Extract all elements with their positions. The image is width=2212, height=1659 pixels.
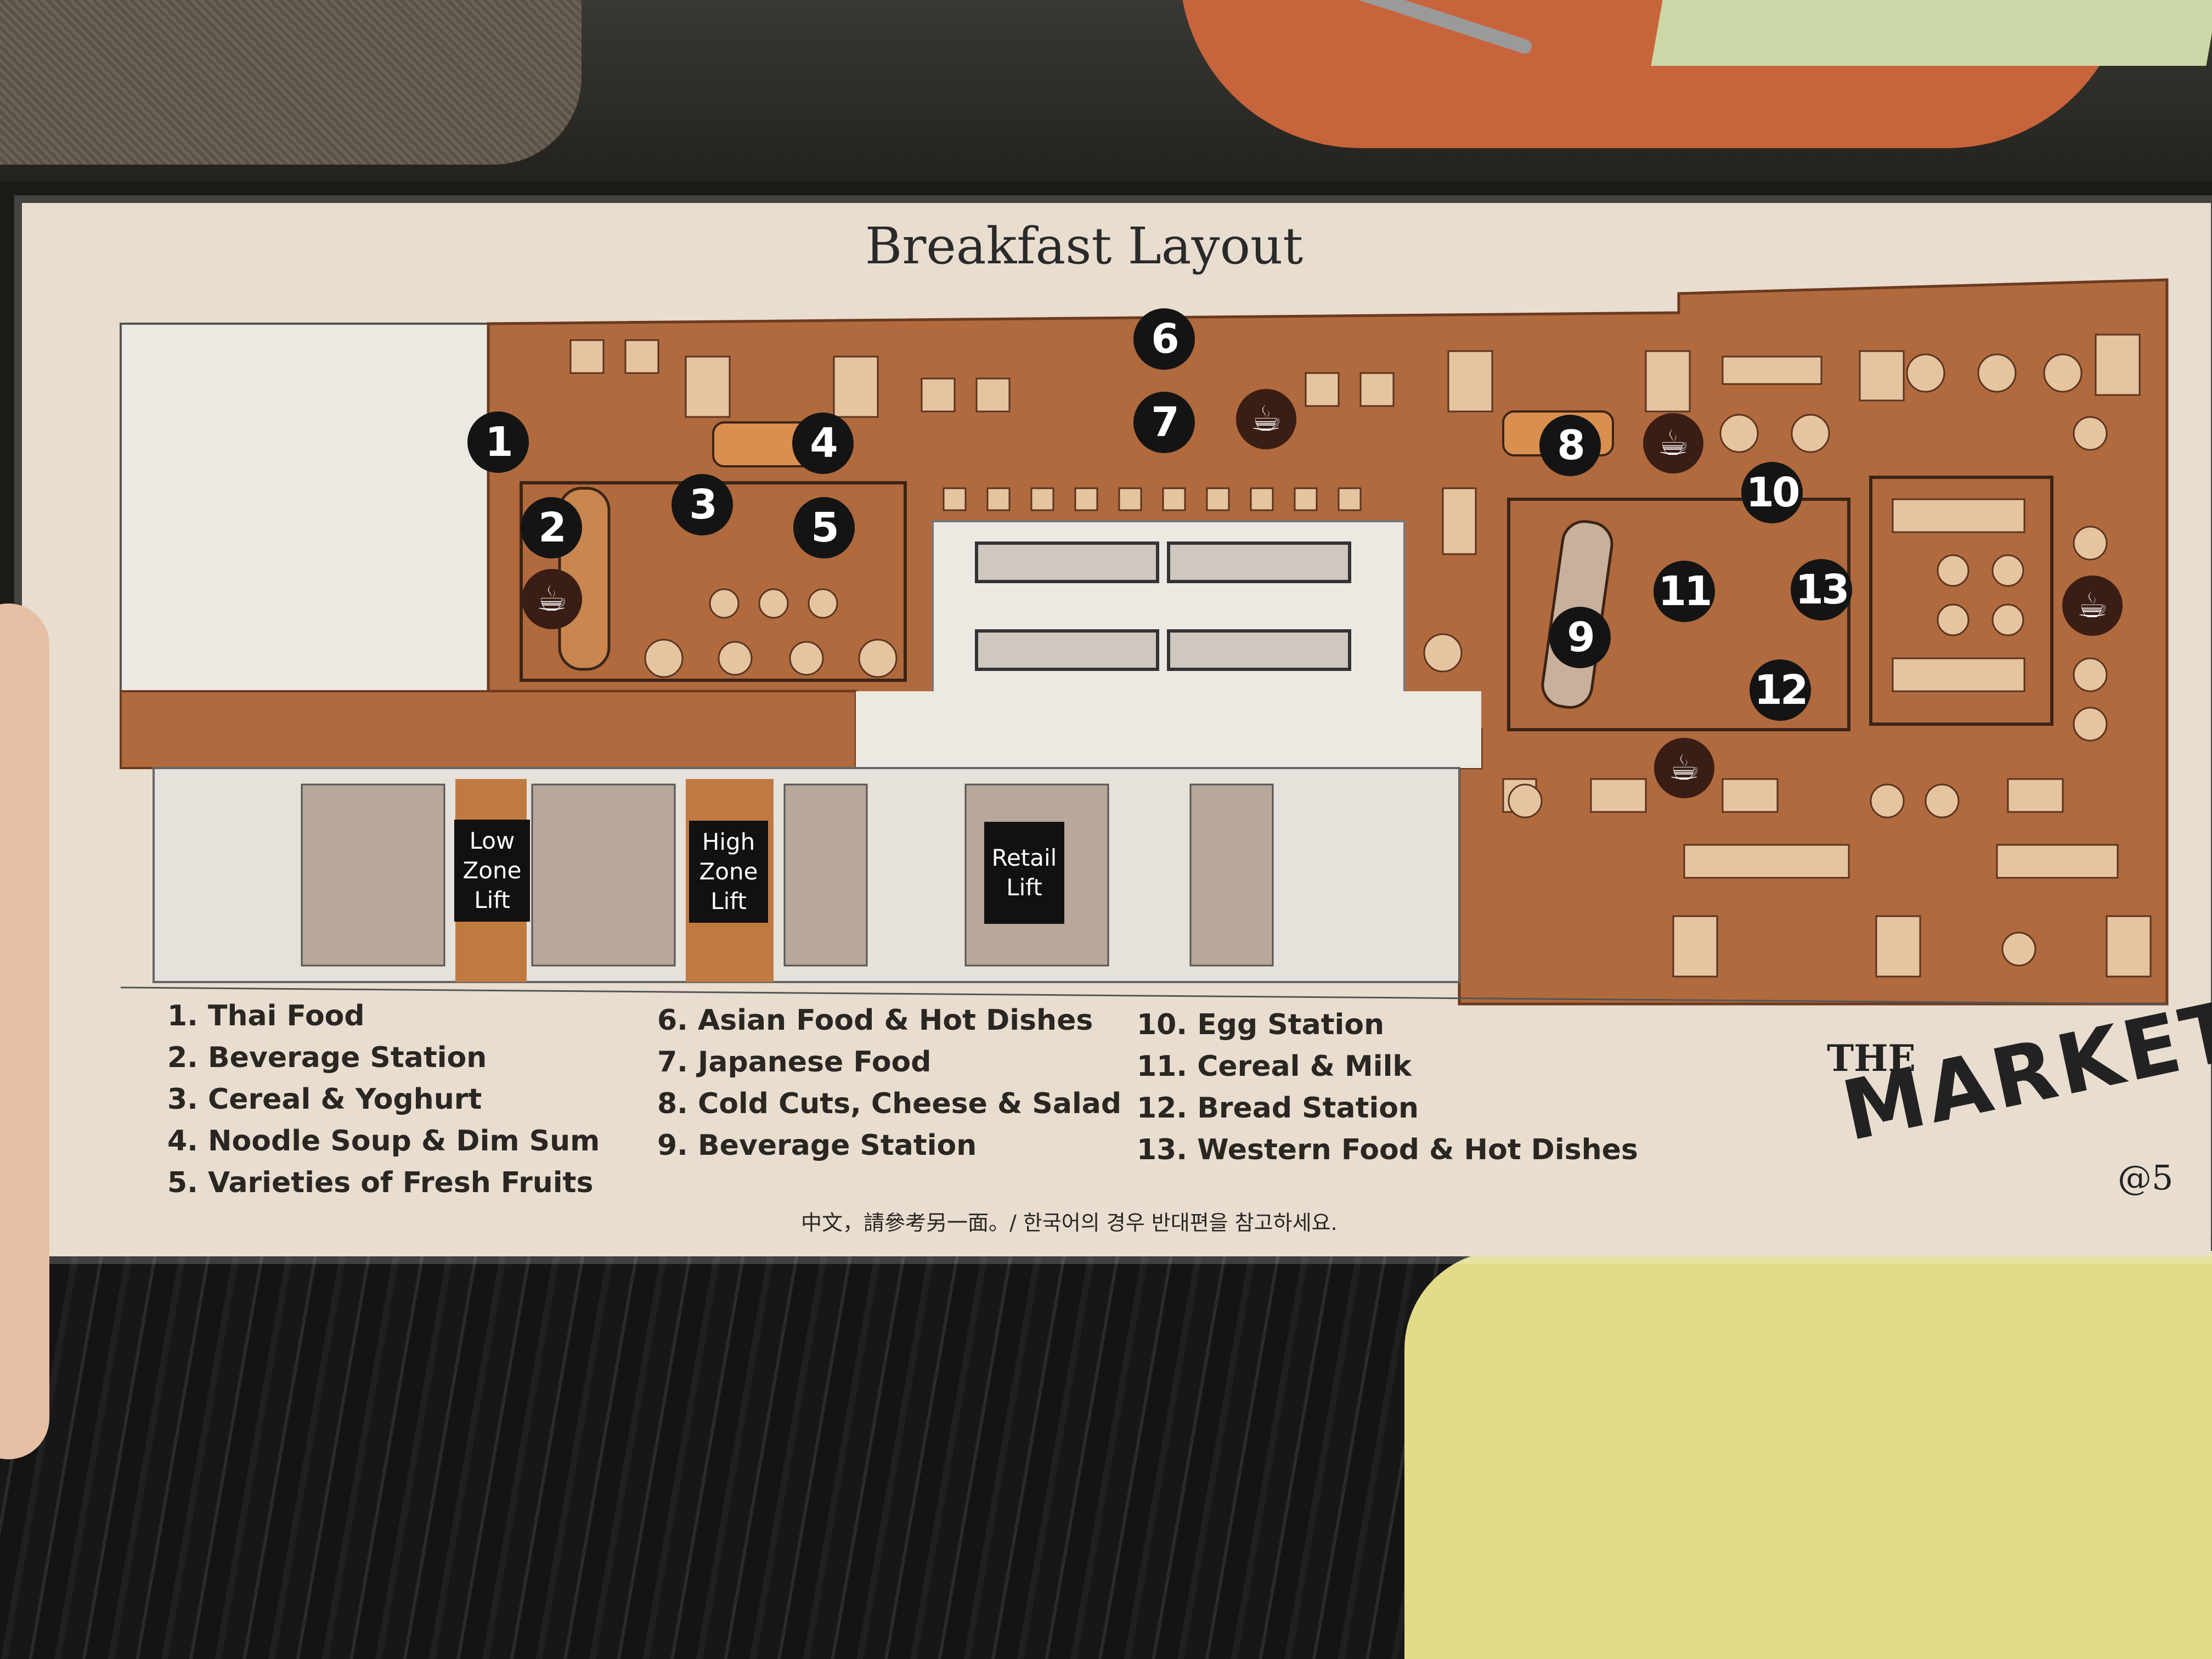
station-marker-4[interactable]: 4 <box>792 413 854 474</box>
cushion <box>0 0 582 165</box>
station-marker-7[interactable]: 7 <box>1133 392 1195 453</box>
legend-item: 12. Bread Station <box>1137 1092 1419 1125</box>
station-marker-13[interactable]: 13 <box>1791 559 1852 620</box>
legend-item: 3. Cereal & Yoghurt <box>167 1083 482 1116</box>
legend-item: 7. Japanese Food <box>657 1046 932 1079</box>
corridor <box>120 690 857 769</box>
page-title: Breakfast Layout <box>865 217 1304 275</box>
legend-item: 1. Thai Food <box>167 1000 365 1032</box>
coffee-cup-icon: ☕ <box>1236 389 1296 449</box>
low-zone-lift-label: Low Zone Lift <box>454 820 530 922</box>
coffee-cup-icon: ☕ <box>522 569 582 629</box>
coffee-cup-icon: ☕ <box>2062 575 2123 636</box>
logo-at5: @5 <box>2118 1158 2174 1198</box>
station-marker-8[interactable]: 8 <box>1539 415 1601 476</box>
high-zone-lift-label: High Zone Lift <box>689 821 768 923</box>
station-marker-1[interactable]: 1 <box>467 411 529 473</box>
zone-east <box>1869 476 2053 726</box>
legend-item: 10. Egg Station <box>1137 1008 1385 1041</box>
legend-item: 2. Beverage Station <box>167 1041 487 1074</box>
legend-item: 9. Beverage Station <box>657 1129 977 1162</box>
kitchen-area <box>120 323 489 698</box>
the-market-logo: THE MARKET @5 <box>1810 982 2212 1240</box>
station-marker-11[interactable]: 11 <box>1654 561 1715 622</box>
zone-9-13 <box>1507 498 1850 731</box>
station-marker-2[interactable]: 2 <box>521 497 582 558</box>
legend-item: 8. Cold Cuts, Cheese & Salad <box>657 1087 1122 1120</box>
station-marker-10[interactable]: 10 <box>1741 462 1803 523</box>
legend-item: 4. Noodle Soup & Dim Sum <box>167 1125 600 1158</box>
lift-shafts <box>301 783 1274 967</box>
language-note: 中文，請參考另一面。/ 한국어의 경우 반대편을 참고하세요. <box>801 1211 1338 1235</box>
station-marker-5[interactable]: 5 <box>793 497 855 558</box>
atrium <box>856 691 1481 768</box>
legend-item: 6. Asian Food & Hot Dishes <box>657 1004 1093 1037</box>
station-marker-9[interactable]: 9 <box>1549 607 1611 668</box>
legend-column-1: 1. Thai Food 2. Beverage Station 3. Cere… <box>167 1000 600 1208</box>
yellow-napkin <box>1404 1251 2212 1659</box>
round-tables <box>644 353 2108 967</box>
legend-item: 11. Cereal & Milk <box>1137 1050 1412 1083</box>
coffee-cup-icon: ☕ <box>1654 738 1714 798</box>
retail-lift-label: Retail Lift <box>984 822 1064 924</box>
station-marker-3[interactable]: 3 <box>672 474 733 535</box>
legend-item: 13. Western Food & Hot Dishes <box>1137 1133 1638 1166</box>
station-marker-12[interactable]: 12 <box>1750 659 1811 721</box>
coffee-cup-icon: ☕ <box>1643 413 1703 473</box>
logo-the: THE <box>1827 1037 1916 1080</box>
escalators <box>975 541 1351 671</box>
legend-column-3: 10. Egg Station 11. Cereal & Milk 12. Br… <box>1137 1008 1638 1175</box>
station-marker-6[interactable]: 6 <box>1133 308 1195 370</box>
legend-column-2: 6. Asian Food & Hot Dishes 7. Japanese F… <box>657 1004 1121 1171</box>
thumb <box>0 603 49 1459</box>
tables <box>569 334 2152 978</box>
legend-item: 5. Varieties of Fresh Fruits <box>167 1166 594 1199</box>
